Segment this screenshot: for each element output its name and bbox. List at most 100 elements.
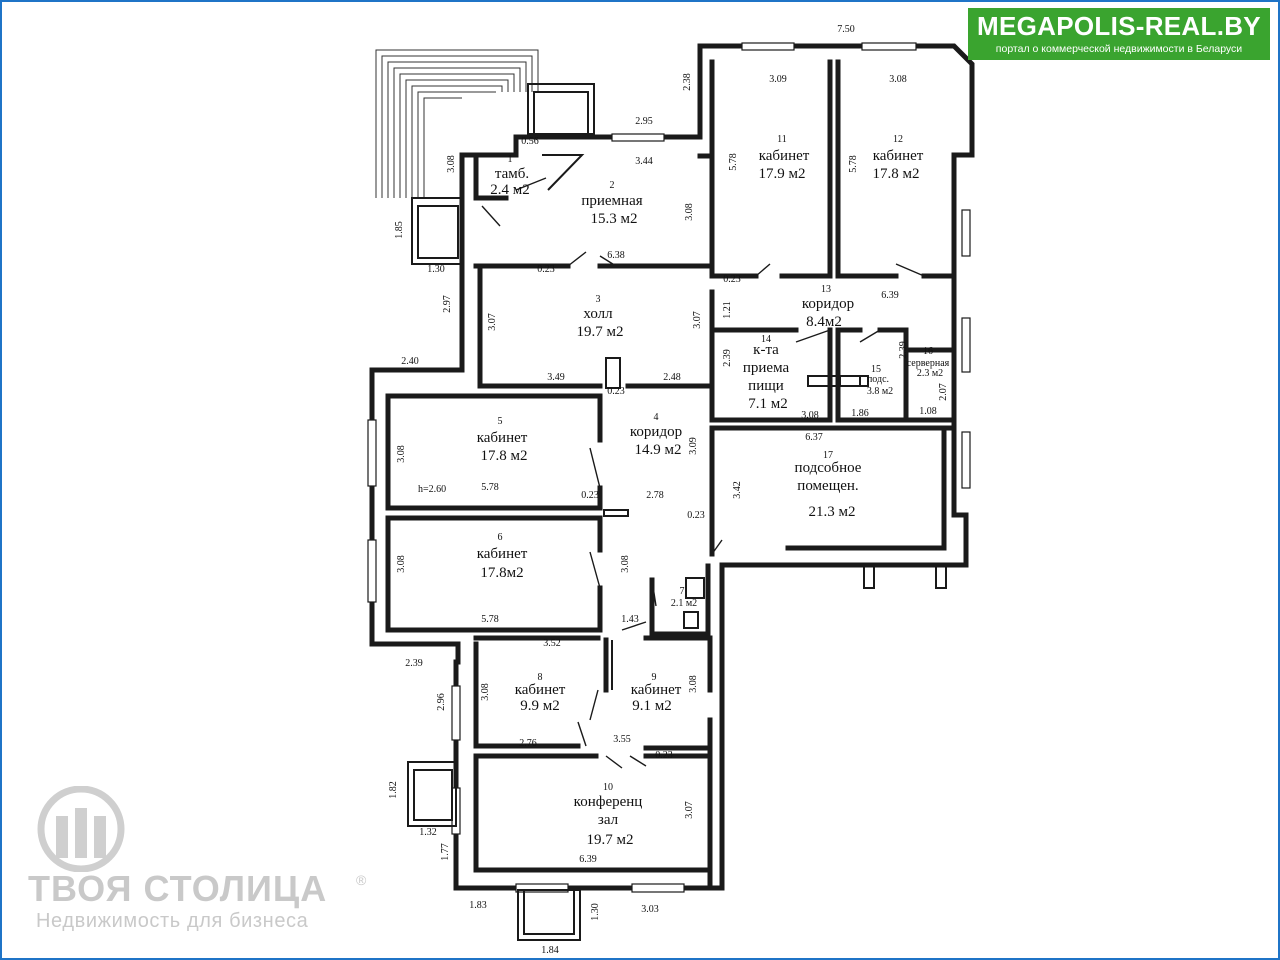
room-2-number: 2 [610, 180, 615, 191]
watermark-name: ТВОЯ СТОЛИЦА [28, 868, 328, 909]
room-16-number: 16 [923, 346, 933, 357]
room-11-number: 11 [777, 134, 787, 145]
room-1-name: тамб. [495, 166, 529, 182]
room-labels: 1 тамб. 2.4 м2 2 приемная 15.3 м2 3 холл… [418, 134, 950, 848]
room-14-name-line2: приема [743, 360, 790, 376]
room-6-number: 6 [498, 532, 503, 543]
dimension-label: 3.44 [635, 156, 653, 167]
dimension-label: 7.50 [837, 24, 855, 35]
brand-tagline: портал о коммерческой недвижимости в Бел… [995, 43, 1243, 55]
room-12-name: кабинет [873, 148, 924, 164]
dimension-label: 3.08 [620, 555, 631, 573]
room-15-area: 3.8 м2 [867, 386, 893, 397]
room-5-area: 17.8 м2 [481, 448, 528, 464]
dimension-label: 3.08 [396, 445, 407, 463]
dimension-label: 3.03 [641, 904, 659, 915]
room-10-name: конференц [574, 794, 643, 810]
dimension-label: 3.08 [396, 555, 407, 573]
balcony-bottom [517, 889, 581, 941]
dimension-label: 2.96 [436, 693, 447, 711]
dimension-label: 2.38 [682, 73, 693, 91]
room-16-area: 2.3 м2 [917, 368, 943, 379]
watermark-subtitle: Недвижимость для бизнеса [36, 910, 309, 932]
room-9-name: кабинет [631, 682, 682, 698]
room-4-number: 4 [654, 412, 659, 423]
room-12-area: 17.8 м2 [873, 166, 920, 182]
dimension-label: 2.97 [442, 295, 453, 313]
dimension-label: 3.07 [684, 801, 695, 819]
room-17-name: подсобное [795, 460, 862, 476]
dimension-label: 3.07 [487, 313, 498, 331]
dimension-label: 1.43 [621, 614, 639, 625]
exterior-walls [369, 43, 975, 891]
room-5-number: 5 [498, 416, 503, 427]
dimension-label: 3.08 [446, 155, 457, 173]
room-2-name: приемная [581, 193, 642, 209]
dimension-label: 5.78 [728, 153, 739, 171]
room-9-number: 9 [652, 672, 657, 683]
dimension-label: 6.39 [881, 290, 899, 301]
dimension-label: 0.23 [655, 750, 673, 761]
dimension-label: 2.39 [898, 341, 909, 359]
brand-name: MEGAPOLIS-REAL.BY [977, 11, 1261, 41]
dimension-label: 6.39 [579, 854, 597, 865]
dimension-label: 0.23 [687, 510, 705, 521]
balcony-lower-left [407, 761, 457, 827]
room-17-area: 21.3 м2 [809, 504, 856, 520]
room-14-name-line3: пищи [748, 378, 784, 394]
dimension-label: 3.52 [543, 638, 561, 649]
room-4-name: коридор [630, 424, 682, 440]
room-10-name-line2: зал [598, 812, 619, 828]
dimension-label: 3.55 [613, 734, 631, 745]
dimension-label: 2.76 [519, 738, 537, 749]
room-17-number: 17 [823, 450, 833, 461]
room-7-area: 2.1 м2 [671, 598, 697, 609]
tvoya-stolitsa-logo-icon [37, 786, 125, 872]
room-15-name: подс. [867, 374, 889, 385]
room-5-name: кабинет [477, 430, 528, 446]
megapolis-brand-banner[interactable]: MEGAPOLIS-REAL.BY портал о коммерческой … [968, 8, 1270, 60]
dimension-label: 0.23 [723, 274, 741, 285]
dimension-label: 2.48 [663, 372, 681, 383]
dimension-label: 6.38 [607, 250, 625, 261]
balcony-upper-left [411, 197, 463, 265]
dimension-label: 3.08 [688, 675, 699, 693]
room-12-number: 12 [893, 134, 903, 145]
room-1-area: 2.4 м2 [490, 182, 530, 198]
dimension-label: 1.82 [388, 781, 399, 799]
dimension-label: 2.07 [938, 383, 949, 401]
room-6-name: кабинет [477, 546, 528, 562]
interior-walls [385, 59, 957, 891]
room-8-area: 9.9 м2 [520, 698, 560, 714]
dimension-label: 5.78 [481, 614, 499, 625]
dimension-label: 1.86 [851, 408, 869, 419]
room-11-name: кабинет [759, 148, 810, 164]
dimension-label: 1.32 [419, 827, 437, 838]
room-14-name: к-та [753, 342, 779, 358]
room-3-name: холл [583, 306, 613, 322]
dimension-label: 1.30 [590, 903, 601, 921]
room-16-name: серверная [907, 358, 950, 369]
dimension-label: 0.23 [607, 386, 625, 397]
room-6-area: 17.8м2 [480, 565, 523, 581]
room-7-number: 7 [680, 586, 685, 597]
dimension-label: 1.84 [541, 945, 559, 956]
dimension-label: 2.78 [646, 490, 664, 501]
dimension-label: 0.23 [581, 490, 599, 501]
dimension-label: 3.08 [684, 203, 695, 221]
room-14-number: 14 [761, 334, 771, 345]
dimension-label: 5.78 [481, 482, 499, 493]
ceiling-height: h=2.60 [418, 484, 446, 495]
dimension-label: 1.08 [919, 406, 937, 417]
dimension-label: 1.83 [469, 900, 487, 911]
dimension-label: 1.21 [722, 301, 733, 319]
room-3-area: 19.7 м2 [577, 324, 624, 340]
room-1-number: 1 [508, 154, 513, 165]
fixtures [683, 375, 947, 629]
dimension-label: 3.08 [801, 410, 819, 421]
room-9-area: 9.1 м2 [632, 698, 672, 714]
dimension-label: 3.42 [732, 481, 743, 499]
